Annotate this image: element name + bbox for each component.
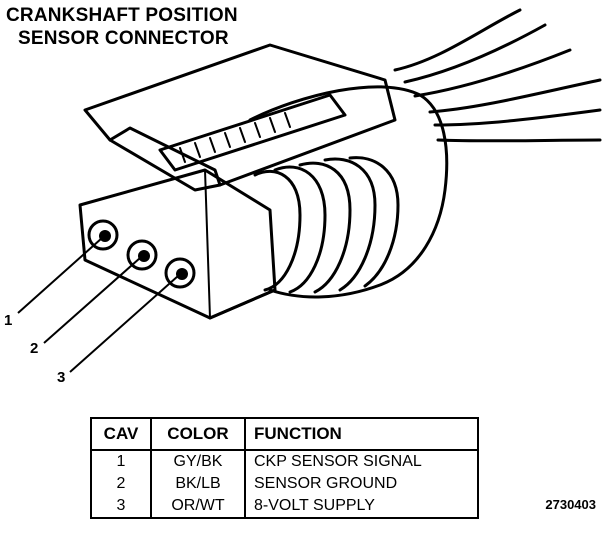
cell-cav: 2 [91, 473, 152, 495]
header-function: FUNCTION [245, 418, 478, 451]
cavity-table: CAV COLOR FUNCTION 1 GY/BK CKP SENSOR SI… [90, 417, 479, 519]
cell-cav: 3 [91, 495, 152, 518]
cell-function: SENSOR GROUND [254, 475, 398, 492]
cell-function: 8-VOLT SUPPLY [254, 497, 375, 514]
leader-line-1 [17, 237, 103, 314]
leader-line-3 [69, 275, 179, 373]
latch-grip-lines [179, 112, 291, 163]
boot-ribs [253, 156, 400, 294]
header-cav: CAV [91, 418, 152, 451]
pin-label-1: 1 [4, 312, 13, 329]
cell-cav: 1 [91, 450, 152, 473]
locking-latch [83, 43, 397, 192]
cell-function: CKP SENSOR SIGNAL [254, 453, 422, 470]
figure-code: 2730403 [545, 497, 596, 512]
title-line-2: SENSOR CONNECTOR [18, 28, 229, 49]
wire-bundle [393, 8, 602, 143]
connector-rear-boot [248, 85, 449, 299]
table-header-row: CAV COLOR FUNCTION [91, 418, 478, 451]
table-row: 1 GY/BK CKP SENSOR SIGNAL [91, 450, 478, 473]
cell-color: BK/LB [151, 473, 246, 495]
cell-color: GY/BK [151, 450, 246, 473]
cell-color: OR/WT [151, 495, 246, 518]
table-row: 2 BK/LB SENSOR GROUND [91, 473, 478, 495]
title-line-1: CRANKSHAFT POSITION [6, 5, 238, 26]
table-row: 3 OR/WT 8-VOLT SUPPLY [91, 495, 478, 518]
pin-label-3: 3 [57, 369, 66, 386]
pin-label-2: 2 [30, 340, 39, 357]
header-color: COLOR [151, 418, 246, 451]
leader-line-2 [43, 257, 141, 344]
diagram-title: CRANKSHAFT POSITION SENSOR CONNECTOR [6, 4, 238, 50]
connector-illustration [17, 8, 602, 373]
